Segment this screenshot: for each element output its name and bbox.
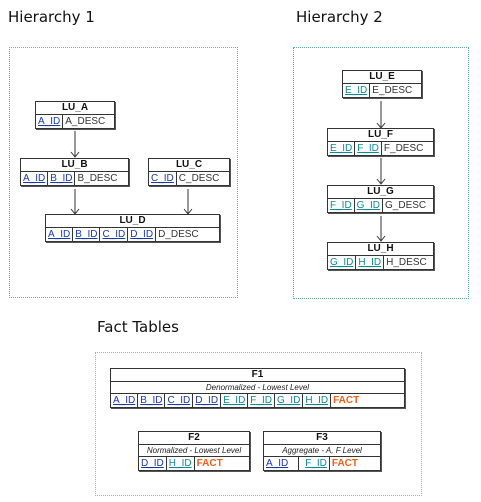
column-c-id: C_ID xyxy=(100,228,129,241)
column-h-desc: H_DESC xyxy=(386,257,427,268)
table-lu-d[interactable]: LU_D A_ID B_ID C_ID D_ID D_DESC xyxy=(45,214,220,242)
hierarchy-1-title: Hierarchy 1 xyxy=(8,8,95,26)
table-name: F3 xyxy=(264,432,380,445)
table-name: LU_H xyxy=(328,243,433,256)
table-f3[interactable]: F3 Aggregate - A, F Level A_ID F_ID FACT xyxy=(263,431,381,471)
table-name: LU_G xyxy=(328,186,433,199)
table-name: LU_A xyxy=(36,102,114,115)
column-d-id: D_ID xyxy=(128,228,157,241)
column-a-id: A_ID xyxy=(46,228,74,241)
table-name: LU_C xyxy=(149,159,229,172)
column-c-id: C_ID xyxy=(165,394,194,407)
table-lu-b[interactable]: LU_B A_ID B_ID B_DESC xyxy=(20,158,129,186)
table-lu-f[interactable]: LU_F E_ID F_ID F_DESC xyxy=(327,128,434,156)
column-c-desc: C_DESC xyxy=(178,173,220,184)
table-name: LU_D xyxy=(46,215,219,228)
column-e-id: E_ID xyxy=(343,84,371,97)
column-h-id: H_ID xyxy=(303,394,332,407)
hierarchy-2-title: Hierarchy 2 xyxy=(296,8,383,26)
column-a-desc: A_DESC xyxy=(65,116,106,127)
column-f-id: F_ID xyxy=(355,142,382,155)
table-name: LU_E xyxy=(343,71,421,84)
table-name: LU_F xyxy=(328,129,433,142)
column-h-id: H_ID xyxy=(167,457,195,470)
fact-tables-title: Fact Tables xyxy=(97,318,179,336)
hierarchy-1-panel xyxy=(9,47,238,298)
table-subtitle: Normalized - Lowest Level xyxy=(139,445,249,457)
column-fact: FACT xyxy=(333,395,360,406)
table-subtitle: Aggregate - A, F Level xyxy=(264,445,380,457)
column-e-id: E_ID xyxy=(328,142,356,155)
table-lu-a[interactable]: LU_A A_ID A_DESC xyxy=(35,101,115,129)
table-lu-g[interactable]: LU_G F_ID G_ID G_DESC xyxy=(327,185,434,213)
column-g-id: G_ID xyxy=(328,256,357,269)
column-f-id: F_ID xyxy=(248,394,275,407)
column-a-id: A_ID xyxy=(21,172,49,185)
table-f1[interactable]: F1 Denormalized - Lowest Level A_ID B_ID… xyxy=(110,368,405,408)
column-d-id: D_ID xyxy=(139,457,167,470)
column-f-desc: F_DESC xyxy=(383,143,424,154)
table-lu-e[interactable]: LU_E E_ID E_DESC xyxy=(342,70,422,98)
column-b-id: B_ID xyxy=(48,172,76,185)
table-name: LU_B xyxy=(21,159,128,172)
table-lu-c[interactable]: LU_C C_ID C_DESC xyxy=(148,158,230,186)
table-lu-h[interactable]: LU_H G_ID H_ID H_DESC xyxy=(327,242,434,270)
column-d-id: D_ID xyxy=(193,394,222,407)
column-d-desc: D_DESC xyxy=(158,229,199,240)
column-fact: FACT xyxy=(331,458,359,469)
column-g-id: G_ID xyxy=(355,199,384,212)
column-f-id: F_ID xyxy=(328,199,355,212)
table-f2[interactable]: F2 Normalized - Lowest Level D_ID H_ID F… xyxy=(138,431,250,471)
table-name: F1 xyxy=(111,369,404,382)
column-g-id: G_ID xyxy=(275,394,304,407)
fact-tables-panel xyxy=(95,352,422,496)
table-subtitle: Denormalized - Lowest Level xyxy=(111,382,404,394)
column-b-id: B_ID xyxy=(138,394,166,407)
column-a-id: A_ID xyxy=(36,115,64,128)
column-e-desc: E_DESC xyxy=(372,85,413,96)
column-h-id: H_ID xyxy=(356,256,385,269)
column-f-id: F_ID xyxy=(299,457,330,470)
column-b-desc: B_DESC xyxy=(77,173,118,184)
table-name: F2 xyxy=(139,432,249,445)
column-e-id: E_ID xyxy=(221,394,249,407)
column-g-desc: G_DESC xyxy=(385,200,427,211)
column-a-id: A_ID xyxy=(111,394,139,407)
hierarchy-2-panel xyxy=(293,47,469,299)
column-b-id: B_ID xyxy=(73,228,101,241)
column-c-id: C_ID xyxy=(149,172,177,185)
column-fact: FACT xyxy=(196,458,223,469)
column-a-id: A_ID xyxy=(264,457,300,470)
